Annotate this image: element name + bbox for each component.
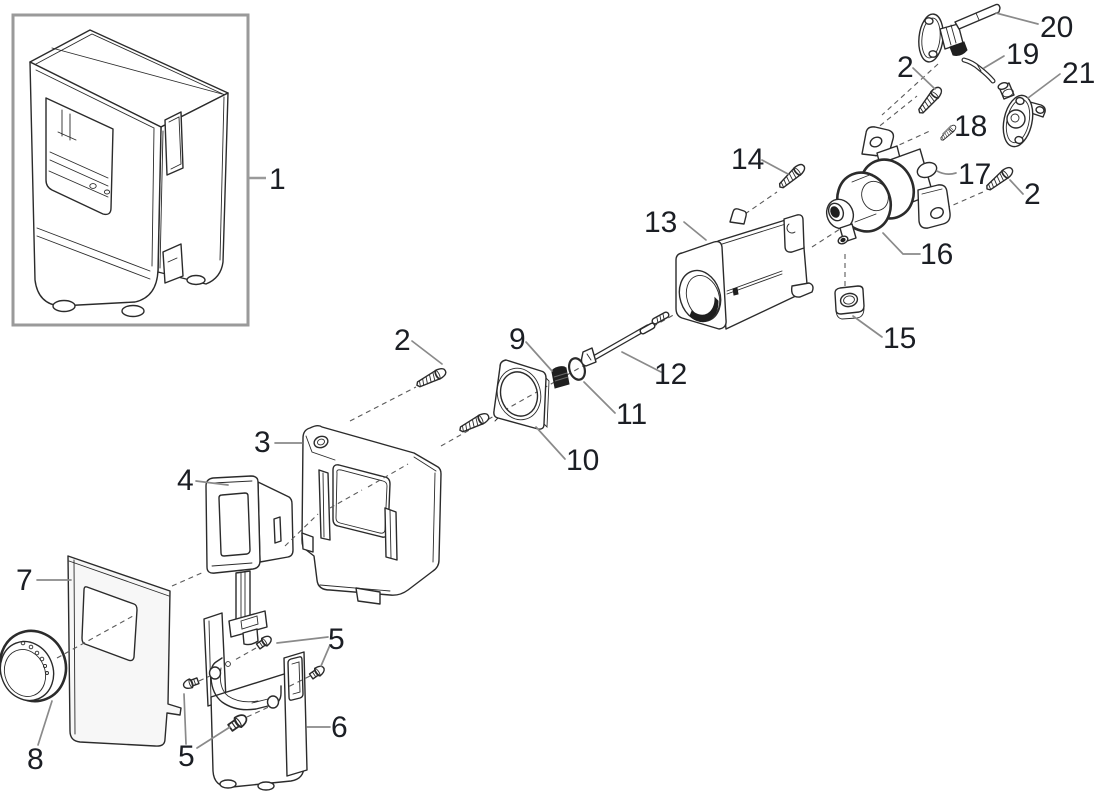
callout-label-15: 15 (883, 322, 916, 355)
callout-label-5a: 5 (328, 623, 345, 656)
callout-label-2a: 2 (897, 51, 914, 84)
part-8-knob (0, 629, 68, 703)
part-10-bezel-gasket (493, 359, 550, 430)
part-2-screw-left-a (414, 365, 449, 391)
part-7-front-cover (67, 555, 182, 747)
callout-label-10: 10 (566, 444, 599, 477)
callout-label-4: 4 (177, 464, 194, 497)
part-5-screw-stub-b (307, 663, 327, 681)
callout-label-17: 17 (958, 158, 991, 191)
callout-label-9: 9 (509, 323, 526, 356)
callout-label-5b: 5 (178, 740, 195, 773)
callout-label-14: 14 (731, 143, 764, 176)
callout-label-11: 11 (616, 398, 647, 431)
part-1-enclosure-inset (11, 13, 250, 327)
part-15-nut (834, 285, 865, 320)
part-3-back-plate (301, 425, 442, 605)
part-2-screw-top-right (915, 84, 945, 117)
part-19-pin-tube (961, 57, 996, 84)
part-5-screw-stub-c (181, 675, 201, 691)
callout-label-3: 3 (254, 426, 271, 459)
part-20-shaft-fitting (918, 3, 1001, 63)
part-13-sleeve-housing (675, 208, 814, 330)
part-4-mounting-frame (205, 475, 294, 646)
callout-label-20: 20 (1040, 11, 1073, 44)
callout-label-19: 19 (1006, 38, 1039, 71)
part-11-o-ring (567, 357, 587, 381)
callout-leader-lines (36, 12, 1061, 749)
callout-labels: 1 20 19 2 21 18 14 17 2 13 16 15 2 9 12 … (16, 11, 1095, 776)
part-21-flange (997, 82, 1046, 148)
callout-label-13: 13 (644, 206, 677, 239)
callout-label-21: 21 (1062, 57, 1095, 90)
callout-label-2b: 2 (1024, 178, 1041, 211)
part-17-washer (916, 161, 938, 179)
callout-label-8: 8 (27, 743, 44, 776)
part-14-screw (776, 161, 808, 192)
callout-label-12: 12 (654, 358, 687, 391)
callout-label-2c: 2 (394, 324, 411, 357)
part-12-spindle (580, 311, 670, 367)
callout-label-1: 1 (269, 163, 286, 196)
part-2-screw-left-b (457, 410, 492, 436)
callout-label-7: 7 (16, 564, 33, 597)
callout-label-18: 18 (954, 110, 987, 143)
callout-label-6: 6 (331, 711, 348, 744)
callout-label-16: 16 (920, 238, 953, 271)
part-6-bracket-plate (203, 612, 308, 791)
part-16-valve-body (825, 126, 951, 245)
part-9-bushing (551, 366, 570, 389)
